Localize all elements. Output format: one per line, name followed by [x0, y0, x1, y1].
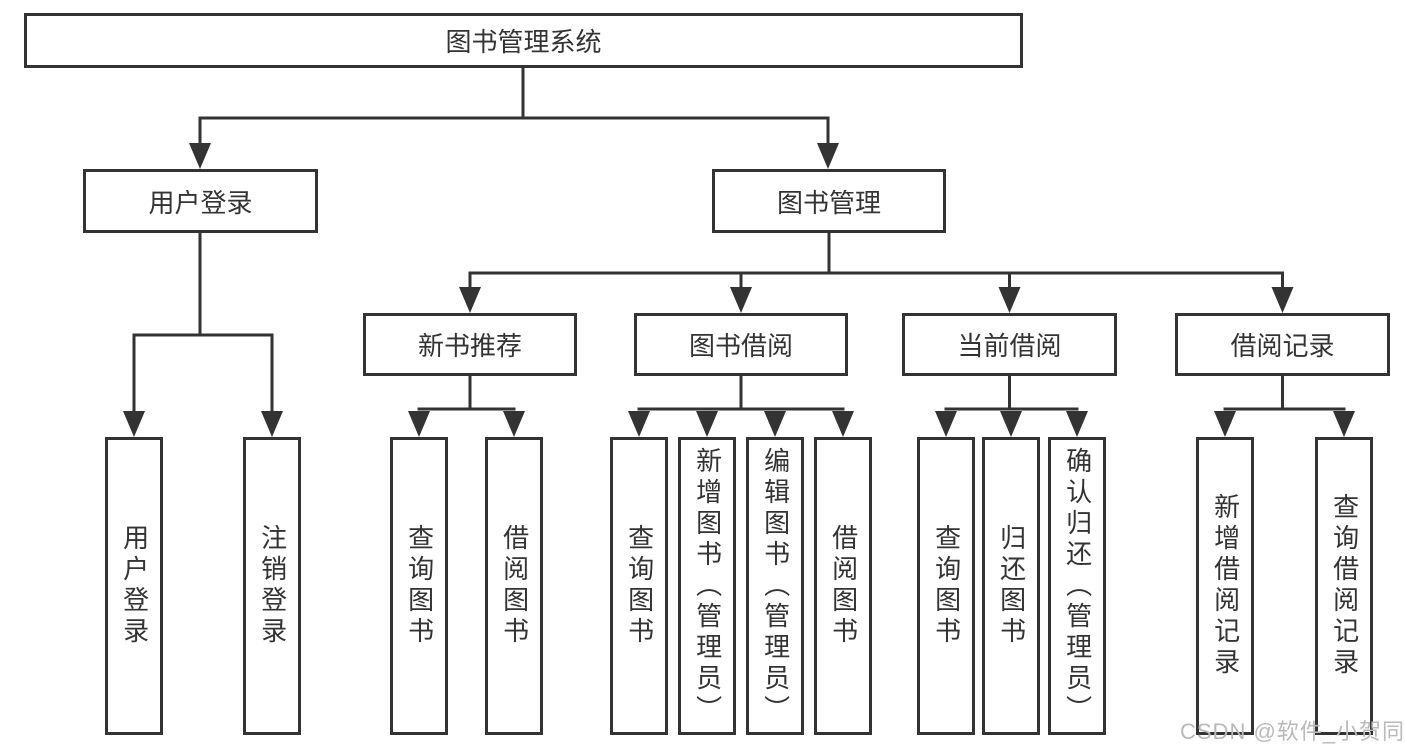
leaf-current-confirm-return-admin: 确认归还（管理员）: [1048, 437, 1106, 735]
node-book-management: 图书管理: [712, 169, 946, 233]
csdn-watermark: CSDN @软件_小贺同学: [1180, 719, 1405, 744]
leaf-borrow-edit-books-admin: 编辑图书（管理员）: [746, 437, 804, 735]
connector-book-borrow-to-leaves: [628, 376, 854, 437]
leaf-current-query-books: 查询图书: [917, 437, 975, 735]
node-label: 借阅记录: [1230, 331, 1335, 361]
node-label: 图书管理系统: [445, 27, 602, 57]
leaf-recommend-query-books: 查询图书: [390, 437, 448, 735]
node-library-management-system: 图书管理系统: [24, 13, 1023, 68]
connector-root-to-level2: [189, 68, 839, 169]
leaf-records-query-record: 查询借阅记录: [1315, 437, 1373, 735]
leaf-current-return-books: 归还图书: [982, 437, 1040, 735]
node-label: 新增图书（管理员）: [692, 446, 723, 726]
leaf-user-login: 用户登录: [105, 437, 163, 735]
node-label: 借阅图书: [499, 524, 530, 648]
leaf-borrow-query-books: 查询图书: [610, 437, 668, 735]
node-label: 查询图书: [624, 524, 655, 648]
node-label: 图书借阅: [688, 331, 793, 361]
leaf-logout: 注销登录: [243, 437, 301, 735]
node-label: 新增借阅记录: [1210, 493, 1241, 679]
node-label: 查询借阅记录: [1329, 493, 1360, 679]
node-label: 查询图书: [404, 524, 435, 648]
leaf-borrow-add-books-admin: 新增图书（管理员）: [678, 437, 736, 735]
node-label: 新书推荐: [417, 331, 522, 361]
node-book-borrow: 图书借阅: [634, 313, 848, 376]
node-label: 归还图书: [996, 524, 1027, 648]
leaf-borrow-borrow-books: 借阅图书: [814, 437, 872, 735]
node-user-login: 用户登录: [83, 169, 318, 233]
node-label: 当前借阅: [957, 331, 1062, 361]
node-label: 查询图书: [931, 524, 962, 648]
node-borrow-records: 借阅记录: [1175, 313, 1390, 376]
leaf-recommend-borrow-books: 借阅图书: [485, 437, 543, 735]
node-current-borrow: 当前借阅: [902, 313, 1117, 376]
node-new-book-recommend: 新书推荐: [363, 313, 577, 376]
node-label: 编辑图书（管理员）: [760, 446, 791, 726]
connector-book-management-to-level3: [459, 233, 1294, 313]
node-label: 注销登录: [257, 524, 288, 648]
connector-user-login-to-leaves: [123, 233, 283, 437]
node-label: 借阅图书: [828, 524, 859, 648]
connector-current-borrow-to-leaves: [935, 376, 1088, 437]
node-label: 确认归还（管理员）: [1062, 446, 1093, 726]
connector-borrow-records-to-leaves: [1214, 376, 1355, 437]
connector-new-book-recommend-to-leaves: [408, 376, 525, 437]
leaf-records-add-record: 新增借阅记录: [1196, 437, 1254, 735]
node-label: 用户登录: [119, 524, 150, 648]
node-label: 用户登录: [148, 187, 253, 218]
node-label: 图书管理: [776, 187, 881, 218]
